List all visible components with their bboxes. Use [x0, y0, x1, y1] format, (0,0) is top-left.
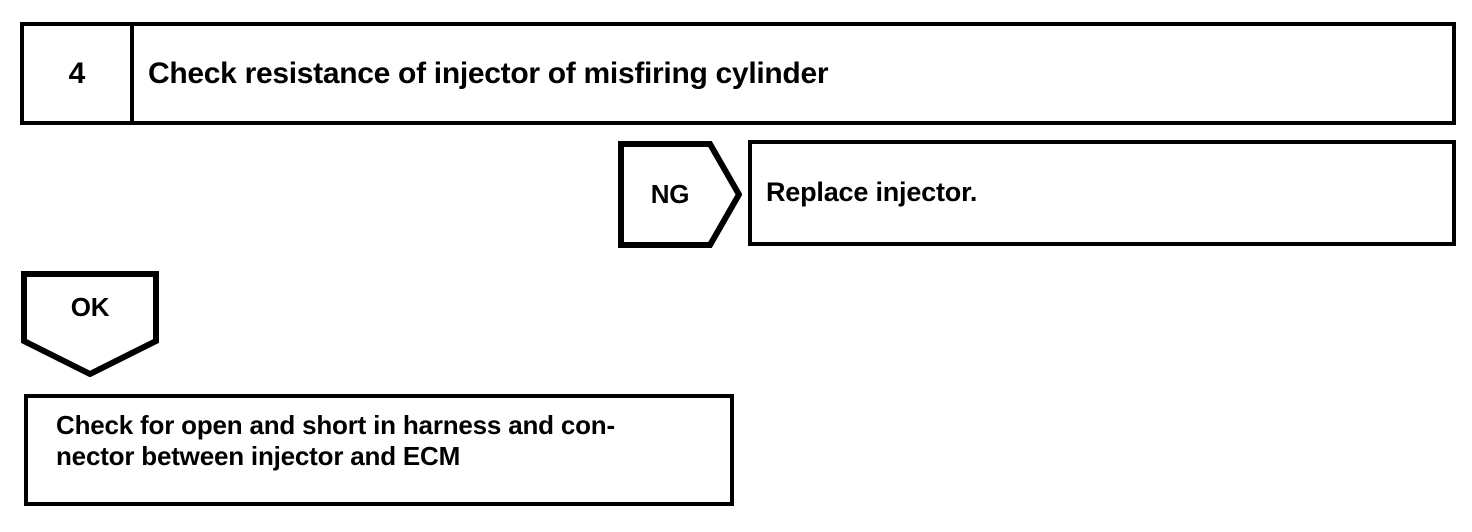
step-header-row: 4 Check resistance of injector of misfir… — [20, 22, 1456, 125]
step-number: 4 — [68, 56, 86, 90]
ng-result-box: Replace injector. — [748, 140, 1456, 246]
step-number-cell: 4 — [24, 26, 134, 121]
ok-branch-marker: OK — [21, 271, 159, 377]
ng-pentagon-icon — [618, 141, 742, 248]
ok-result-box: Check for open and short in harness and … — [24, 394, 734, 506]
step-title-cell: Check resistance of injector of misfirin… — [134, 26, 1452, 121]
step-title: Check resistance of injector of misfirin… — [148, 57, 829, 90]
ok-pentagon-icon — [21, 271, 159, 377]
ng-result-text: Replace injector. — [766, 177, 978, 208]
ng-branch-marker: NG — [618, 141, 742, 248]
ok-result-text: Check for open and short in harness and … — [56, 410, 615, 471]
